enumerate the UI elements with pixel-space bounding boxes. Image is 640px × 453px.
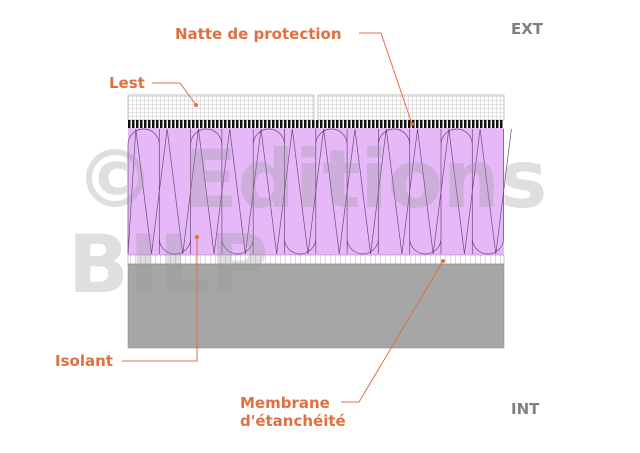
label-membrane-2: d'étanchéité xyxy=(240,412,346,430)
label-int: INT xyxy=(511,400,540,418)
watermark: BILP xyxy=(68,218,269,311)
leader-lines xyxy=(122,32,445,403)
lest-layer xyxy=(127,94,505,121)
insulation-zigzag xyxy=(127,128,512,255)
label-ext: EXT xyxy=(511,20,544,38)
insulation-pattern xyxy=(127,128,512,255)
watermark: © Editions xyxy=(75,133,548,226)
label-membrane: Membrane xyxy=(240,394,330,412)
concrete-layer xyxy=(127,263,505,349)
insulation-loops xyxy=(127,128,504,255)
label-natte: Natte de protection xyxy=(175,25,342,43)
label-isolant: Isolant xyxy=(55,352,113,370)
label-lest: Lest xyxy=(109,74,145,92)
natte-layer xyxy=(128,120,504,128)
